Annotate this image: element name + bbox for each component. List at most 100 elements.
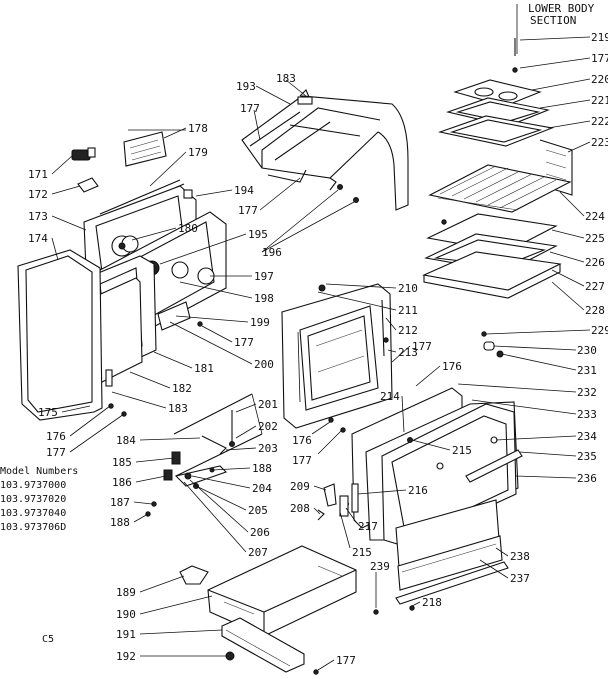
label-205: 205 xyxy=(248,504,268,517)
label-192: 192 xyxy=(116,650,136,663)
label-211: 211 xyxy=(398,304,418,317)
label-202: 202 xyxy=(258,420,278,433)
label-184: 184 xyxy=(116,434,136,447)
label-196: 196 xyxy=(262,246,282,259)
section-title-line1: LOWER BODY xyxy=(528,2,595,15)
label-203: 203 xyxy=(258,442,278,455)
label-195: 195 xyxy=(248,228,268,241)
model-number-3: 103.9737040 xyxy=(0,508,66,519)
label-177: 177 xyxy=(412,340,432,353)
label-177: 177 xyxy=(46,446,66,459)
section-title-line2: SECTION xyxy=(530,14,576,27)
label-204: 204 xyxy=(252,482,272,495)
oven-door-assembly xyxy=(317,331,523,547)
label-187: 187 xyxy=(110,496,130,509)
label-213: 213 xyxy=(398,346,418,359)
label-226: 226 xyxy=(585,256,605,269)
label-200: 200 xyxy=(254,358,274,371)
label-201: 201 xyxy=(258,398,278,411)
label-171: 171 xyxy=(28,168,48,181)
label-221: 221 xyxy=(591,94,608,107)
label-177: 177 xyxy=(591,52,608,65)
label-214: 214 xyxy=(380,390,400,403)
label-216: 216 xyxy=(408,484,428,497)
label-225: 225 xyxy=(585,232,605,245)
label-215: 215 xyxy=(352,546,372,559)
label-176: 176 xyxy=(46,430,66,443)
label-239: 239 xyxy=(370,560,390,573)
body-top-panel xyxy=(241,89,409,211)
label-175: 175 xyxy=(38,406,58,419)
model-numbers-heading: Model Numbers xyxy=(0,466,78,477)
side-panel-assembly xyxy=(17,131,227,421)
label-222: 222 xyxy=(591,115,608,128)
label-227: 227 xyxy=(585,280,605,293)
label-177: 177 xyxy=(240,102,260,115)
leader-lines xyxy=(51,36,591,671)
label-179: 179 xyxy=(188,146,208,159)
label-173: 173 xyxy=(28,210,48,223)
bottom-panel-assembly xyxy=(179,545,357,675)
label-182: 182 xyxy=(172,382,192,395)
label-218: 218 xyxy=(422,596,442,609)
broiler-drip-assembly xyxy=(422,38,573,299)
label-223: 223 xyxy=(591,136,608,149)
label-212: 212 xyxy=(398,324,418,337)
label-176: 176 xyxy=(442,360,462,373)
label-234: 234 xyxy=(577,430,597,443)
label-180: 180 xyxy=(178,222,198,235)
label-206: 206 xyxy=(250,526,270,539)
label-177: 177 xyxy=(238,204,258,217)
label-220: 220 xyxy=(591,73,608,86)
label-210: 210 xyxy=(398,282,418,295)
label-209: 209 xyxy=(290,480,310,493)
label-183: 183 xyxy=(168,402,188,415)
part-number-labels: 219 177 220 221 222 223 224 225 226 227 … xyxy=(28,31,608,667)
label-231: 231 xyxy=(577,364,597,377)
model-number-4: 103.973706D xyxy=(0,522,66,533)
label-232: 232 xyxy=(577,386,597,399)
label-198: 198 xyxy=(254,292,274,305)
label-181: 181 xyxy=(194,362,214,375)
label-199: 199 xyxy=(250,316,270,329)
label-189: 189 xyxy=(116,586,136,599)
label-183: 183 xyxy=(276,72,296,85)
label-217: 217 xyxy=(358,520,378,533)
label-229: 229 xyxy=(591,324,608,337)
label-185: 185 xyxy=(112,456,132,469)
label-194: 194 xyxy=(234,184,254,197)
label-177: 177 xyxy=(292,454,312,467)
label-233: 233 xyxy=(577,408,597,421)
label-215: 215 xyxy=(452,444,472,457)
corner-code: C5 xyxy=(42,634,54,645)
model-number-1: 103.9737000 xyxy=(0,480,66,491)
label-219: 219 xyxy=(591,31,608,44)
label-178: 178 xyxy=(188,122,208,135)
oven-door-frame xyxy=(281,283,393,433)
drawer-front-assembly xyxy=(373,499,509,615)
label-235: 235 xyxy=(577,450,597,463)
label-188: 188 xyxy=(110,516,130,529)
label-238: 238 xyxy=(510,550,530,563)
valve-assembly xyxy=(145,393,263,517)
label-177: 177 xyxy=(234,336,254,349)
label-230: 230 xyxy=(577,344,597,357)
label-207: 207 xyxy=(248,546,268,559)
label-188: 188 xyxy=(252,462,272,475)
label-176: 176 xyxy=(292,434,312,447)
label-236: 236 xyxy=(577,472,597,485)
label-228: 228 xyxy=(585,304,605,317)
label-186: 186 xyxy=(112,476,132,489)
label-193: 193 xyxy=(236,80,256,93)
label-177: 177 xyxy=(336,654,356,667)
model-number-2: 103.9737020 xyxy=(0,494,66,505)
label-172: 172 xyxy=(28,188,48,201)
label-174: 174 xyxy=(28,232,48,245)
label-191: 191 xyxy=(116,628,136,641)
label-190: 190 xyxy=(116,608,136,621)
label-237: 237 xyxy=(510,572,530,585)
label-208: 208 xyxy=(290,502,310,515)
label-224: 224 xyxy=(585,210,605,223)
